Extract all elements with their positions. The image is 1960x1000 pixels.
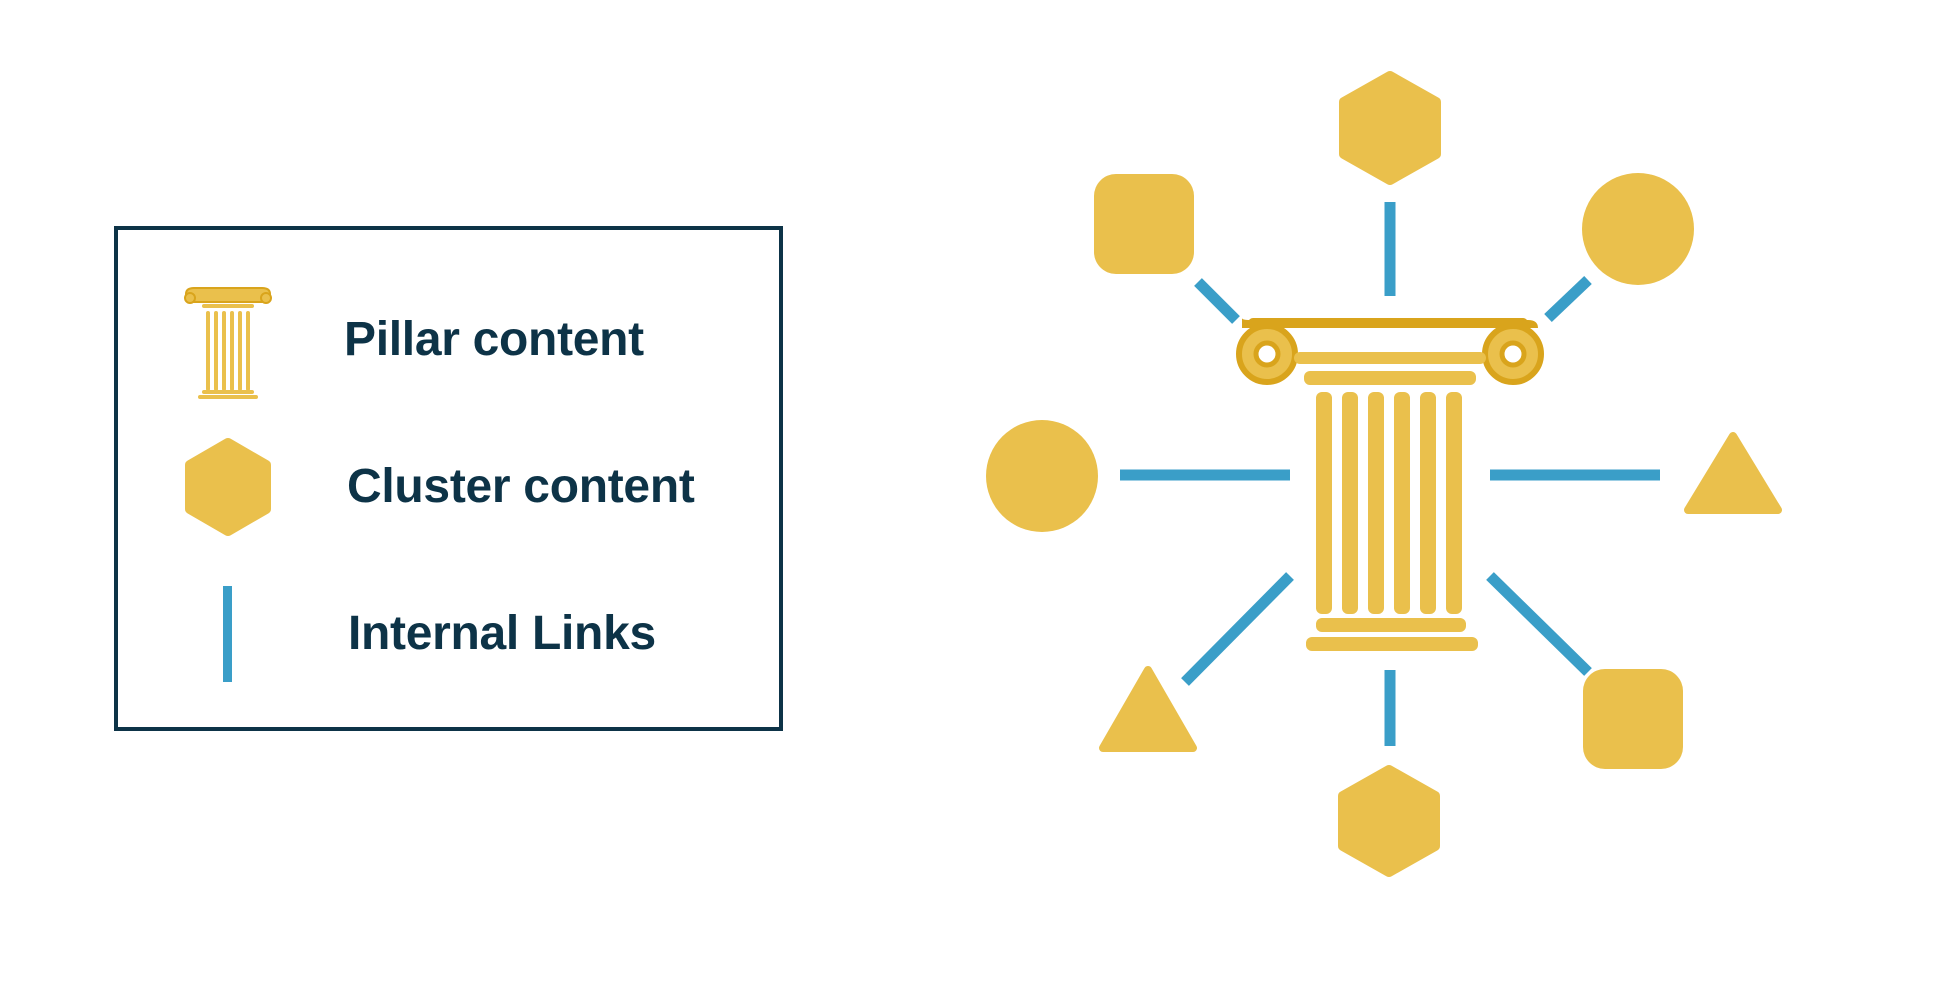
link-line-icon (168, 574, 288, 694)
link-top-right (1544, 276, 1592, 322)
pillar-column-icon (168, 280, 288, 400)
legend-label-pillar: Pillar content (344, 313, 644, 366)
rounded-square-icon (1583, 669, 1683, 769)
link-bottom-right (1486, 572, 1592, 676)
legend-item-links: Internal Links (118, 574, 779, 694)
legend-box: Pillar content Cluster content Internal … (114, 226, 783, 731)
link-top-left (1194, 278, 1240, 324)
legend-label-links: Internal Links (348, 607, 656, 660)
internal-links (1120, 202, 1660, 746)
hexagon-icon (1339, 71, 1441, 185)
circle-icon (986, 420, 1098, 532)
hexagon-icon (1338, 765, 1440, 877)
hexagon-icon (168, 427, 288, 547)
pillar-cluster-diagram (960, 40, 1840, 920)
pillar-column-icon (1236, 318, 1544, 651)
legend-item-pillar: Pillar content (118, 280, 779, 400)
legend-label-cluster: Cluster content (347, 460, 695, 513)
legend-item-cluster: Cluster content (118, 427, 779, 547)
triangle-icon (1099, 666, 1197, 752)
triangle-icon (1684, 432, 1782, 514)
link-bottom-left (1181, 572, 1294, 686)
rounded-square-icon (1094, 174, 1194, 274)
circle-icon (1582, 173, 1694, 285)
